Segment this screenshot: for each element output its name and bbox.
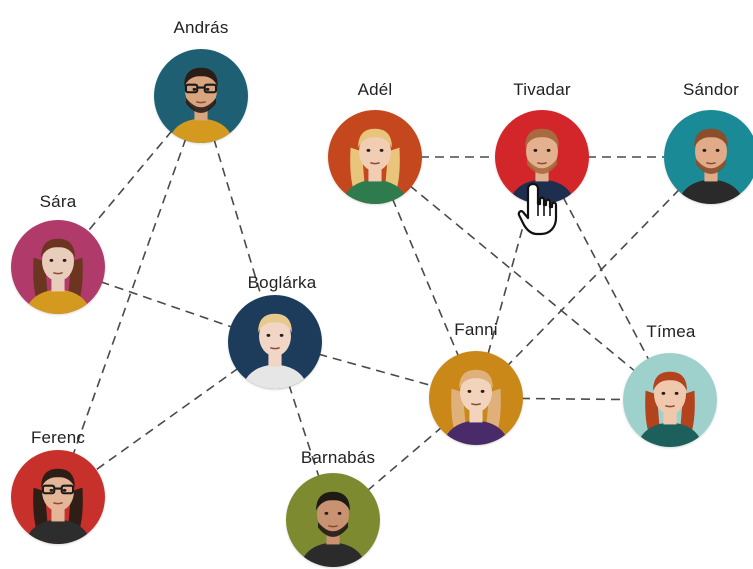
person-name: Sára (39, 192, 77, 211)
avatar[interactable] (11, 220, 105, 314)
person-name: Boglárka (247, 273, 317, 292)
person-name: Adél (357, 80, 393, 99)
avatar[interactable] (228, 295, 322, 389)
person-name: Fanni (454, 320, 498, 339)
connection-line-tivadar-fanni (475, 156, 543, 399)
avatar[interactable] (495, 110, 589, 204)
avatar[interactable] (328, 110, 422, 204)
avatar[interactable] (286, 473, 380, 567)
connection-line-andras-ferenc (57, 95, 202, 498)
connection-line-adel-timea (374, 156, 671, 401)
person-name: Ferenc (30, 428, 86, 447)
hand-pointer-icon (517, 182, 558, 236)
person-name: Tímea (646, 322, 696, 341)
avatar[interactable] (429, 351, 523, 445)
connection-line-sandor-fanni (475, 156, 712, 399)
person-name: Barnabás (300, 448, 376, 467)
avatar[interactable] (664, 110, 753, 204)
avatar[interactable] (154, 49, 248, 143)
person-name: András (173, 18, 229, 37)
avatar[interactable] (623, 353, 717, 447)
avatar[interactable] (11, 450, 105, 544)
person-name: Sándor (682, 80, 740, 99)
person-name: Tivadar (513, 80, 571, 99)
